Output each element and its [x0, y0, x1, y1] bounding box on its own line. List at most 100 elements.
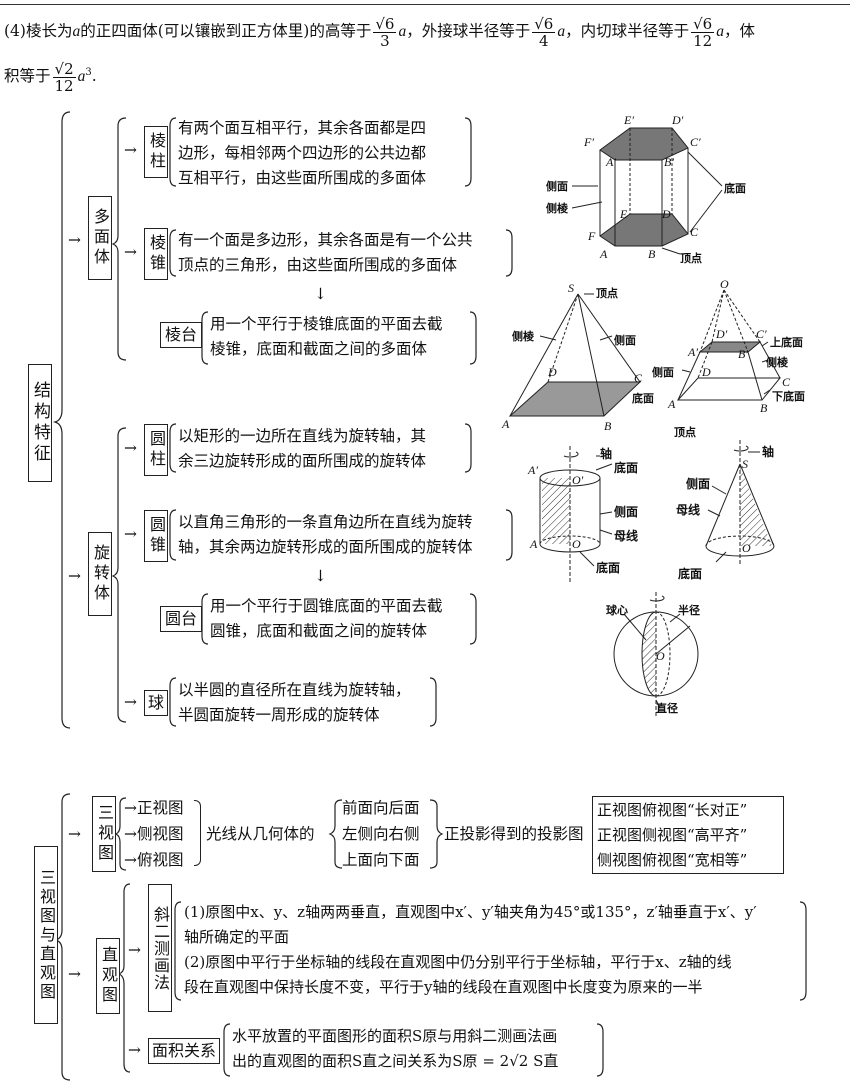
- oblique-line-4: 段在直观图中保持长度不变，平行于y轴的线段在直观图中长度变为原来的一半: [184, 978, 703, 996]
- view-item-3: →俯视图: [124, 851, 184, 869]
- pyramid-box: 棱锥: [144, 228, 168, 280]
- sphere-center-label: 球心: [606, 603, 628, 617]
- pyramid-label-C: C: [634, 371, 643, 385]
- cylinder-gen-label: 母线: [614, 528, 638, 543]
- sphere-diameter-label: 直径: [656, 701, 678, 715]
- area-relation: 水平放置的平面图形的面积S原与用斜二测画法画 出的直观图的面积S直之间关系为S原…: [232, 1024, 558, 1074]
- frustum-vertex-label: 顶点: [674, 425, 696, 439]
- view-bracket-right: [194, 800, 201, 866]
- arrow-down-1: ↓: [314, 285, 327, 303]
- prism-label-C: C: [690, 225, 699, 239]
- prism-label-D: D: [661, 207, 671, 221]
- prism-label-E: E: [619, 207, 628, 221]
- frustum-label-Bp: B′: [738, 347, 748, 361]
- sphere-radius-label: 半径: [678, 603, 700, 617]
- cone-definition: 以直角三角形的一条直角边所在直线为旋转 轴，其余两边旋转形成的面所围成的旋转体: [178, 513, 473, 556]
- arrow-cylinder: →: [124, 439, 137, 457]
- line1-b: 的正四面体(可以镶嵌到正方体里)的高等于: [80, 22, 372, 40]
- arrow-down-2: ↓: [314, 567, 327, 585]
- structure-title-box: 结构特征: [28, 364, 52, 482]
- oblique-box: 斜二测画法: [148, 884, 172, 1012]
- oblique-line-3: (2)原图中平行于坐标轴的线段在直观图中仍分别平行于坐标轴，平行于x、z轴的线: [184, 953, 732, 971]
- frustum-edge-label: 侧棱: [766, 355, 789, 369]
- sphere-label-O: O: [656, 649, 665, 663]
- prism-label-Dp: D′: [671, 113, 684, 127]
- prism-side-label: 侧面: [546, 179, 568, 193]
- rule-2: 正视图侧视图“高平齐”: [597, 825, 748, 844]
- cylinder-side-label: 侧面: [614, 504, 638, 519]
- prism-label-B: B: [648, 247, 656, 261]
- views-box: 三视图: [92, 796, 116, 872]
- line1-d: ，内切球半径等于: [565, 22, 690, 40]
- arrow-views: →: [68, 825, 81, 843]
- area-box: 面积关系: [148, 1038, 220, 1064]
- prism-vertex-label: 顶点: [680, 251, 702, 265]
- frustum-label-B: B: [760, 401, 768, 415]
- arrow-pyramid: →: [124, 243, 137, 261]
- frustum-label-Dp: D′: [715, 327, 728, 341]
- cylinder-label-Ap: A′: [527, 463, 538, 477]
- cylinder-box: 圆柱: [144, 424, 168, 476]
- prism-label-A: A: [599, 247, 608, 261]
- cylinder-axis-label: 轴: [600, 446, 612, 461]
- projection-text: 正投影得到的投影图: [444, 825, 584, 843]
- rule-1: 正视图俯视图“长对正”: [597, 800, 748, 819]
- light-text: 光线从几何体的: [206, 825, 315, 843]
- arrow-revolution: →: [68, 567, 81, 585]
- cone-frustum-box: 圆台: [160, 606, 202, 632]
- prism-label-Cp: C′: [690, 135, 701, 149]
- frustum-upper-label: 上底面: [770, 335, 803, 349]
- cylinder-top-label: 底面: [614, 460, 638, 475]
- cone-label-S: S: [742, 457, 748, 471]
- cylinder-figure: [539, 446, 613, 582]
- oblique-rules: (1)原图中x、y、z轴两两垂直，直观图中x′、y′轴夹角为45°或135°，z…: [184, 900, 757, 1000]
- cone-axis-label: 轴: [762, 444, 774, 459]
- cone-figure: [705, 440, 775, 566]
- dir-1: 前面向后面: [342, 799, 420, 817]
- prism-base-label: 底面: [724, 181, 746, 195]
- pyramid-base-label: 底面: [632, 391, 654, 405]
- rules-box: 正视图俯视图“长对正” 正视图侧视图“高平齐” 侧视图俯视图“宽相等”: [592, 796, 784, 874]
- revolution-box: 旋转体: [88, 532, 112, 616]
- cylinder-label-A: A: [529, 537, 538, 551]
- prism-label-F: F: [587, 229, 596, 243]
- three-view-title-box: 三视图与直观图: [34, 846, 58, 1024]
- view-item-2: →侧视图: [124, 825, 184, 843]
- line1-a: (4)棱长为: [4, 22, 73, 40]
- prism-label-Ep: E′: [623, 113, 634, 127]
- pyramid-label-B: B: [604, 419, 612, 433]
- oblique-line-1: (1)原图中x、y、z轴两两垂直，直观图中x′、y′轴夹角为45°或135°，z…: [184, 903, 757, 921]
- oblique-line-2: 轴所确定的平面: [184, 928, 290, 946]
- pyramid-edge-label: 侧棱: [512, 329, 535, 343]
- sphere-figure: [613, 592, 699, 716]
- prism-box: 棱柱: [144, 126, 168, 178]
- frustum-lower-label: 下底面: [772, 389, 805, 403]
- line2-a: 积等于: [4, 67, 51, 86]
- sphere-definition: 以半圆的直径所在直线为旋转轴， 半圆面旋转一周形成的旋转体: [178, 681, 411, 724]
- pyramid-label-D: D: [547, 365, 557, 379]
- cylinder-label-O: O: [572, 537, 581, 551]
- pyramid-label-S: S: [568, 281, 574, 295]
- arrow-cone: →: [124, 525, 137, 543]
- frustum-label-Ap: A′: [687, 345, 698, 359]
- frustum-label-C: C: [782, 375, 791, 389]
- arrow-sphere: →: [124, 693, 137, 711]
- cone-box: 圆锥: [144, 510, 168, 562]
- pyramid-label-A: A: [501, 417, 510, 431]
- arrow-oblique: →: [128, 941, 141, 959]
- arrow-prism: →: [124, 141, 137, 159]
- arrow-area: →: [128, 1041, 141, 1059]
- frustum-side-label: 侧面: [652, 365, 674, 379]
- cone-base-label: 底面: [678, 566, 702, 581]
- pyramid-figure: [508, 293, 642, 417]
- rule-3: 侧视图俯视图“宽相等”: [597, 850, 748, 869]
- cylinder-label-Op: O′: [572, 473, 584, 487]
- prism-label-Ap: A′: [605, 155, 616, 169]
